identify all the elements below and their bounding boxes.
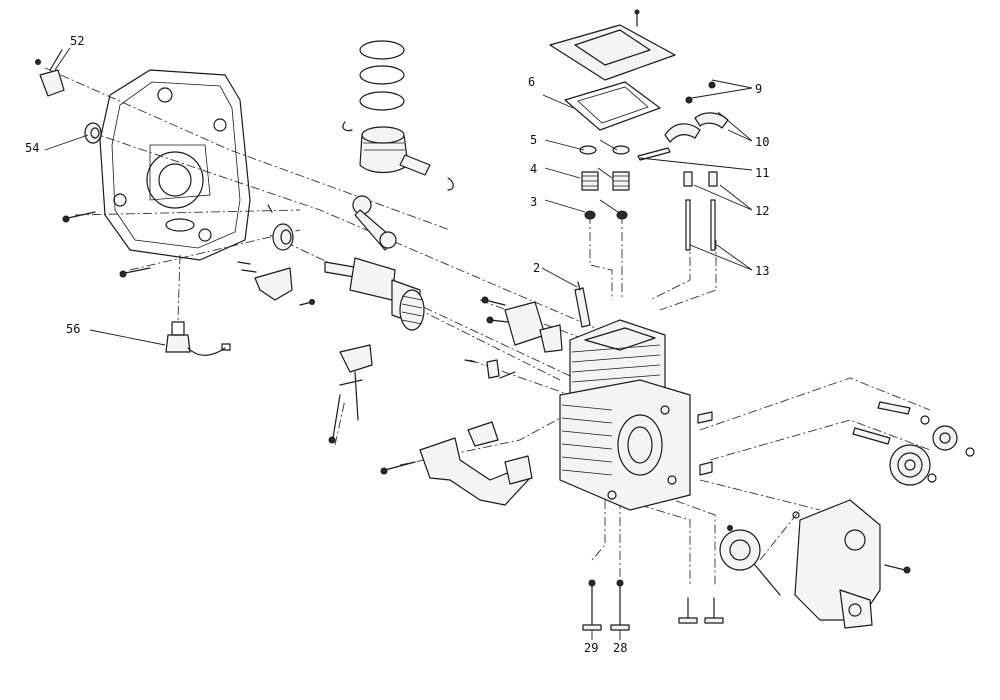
governor-bracket	[254, 267, 293, 301]
callout-52: 52	[70, 34, 84, 48]
callout-10: 10	[755, 135, 769, 149]
bearing	[272, 223, 294, 251]
gasket-6	[564, 81, 661, 131]
rocker-arms-10	[664, 81, 729, 143]
connecting-rod	[352, 195, 397, 251]
oil-seal-54	[84, 122, 102, 144]
valve-seats-3	[584, 210, 628, 220]
piston-pin	[399, 154, 454, 191]
crankcase-cover	[99, 69, 251, 261]
assembly-lines	[44, 67, 931, 585]
callout-4: 4	[530, 162, 537, 176]
piston	[342, 121, 409, 174]
governor-arm	[328, 344, 373, 444]
oil-sensor-56	[165, 321, 231, 356]
callout-54: 54	[25, 141, 39, 155]
crankshaft	[324, 257, 425, 331]
camshaft-gears	[852, 401, 975, 486]
valve-cover	[549, 9, 676, 81]
callout-28: 28	[613, 641, 627, 655]
callout-11: 11	[755, 166, 769, 180]
callouts: 2 3 4 5 6 9 10 11 12 13 28 29 52 54 56	[25, 34, 769, 655]
callout-2: 2	[533, 261, 540, 275]
callout-6: 6	[528, 75, 535, 89]
bottom-bolts	[582, 579, 724, 631]
stop-switch-52	[35, 49, 65, 97]
rocker-shaft-11	[637, 147, 671, 161]
cover-bolts	[62, 204, 315, 306]
cylinder-block	[559, 319, 691, 511]
valve-retainers-5	[579, 145, 630, 155]
callout-3: 3	[530, 195, 537, 209]
callout-13: 13	[755, 264, 769, 278]
callout-56: 56	[66, 322, 80, 336]
callout-12: 12	[755, 204, 769, 218]
drive-gear	[719, 525, 781, 596]
piston-rings	[359, 40, 405, 111]
small-pins	[464, 359, 713, 476]
side-cover	[792, 499, 911, 629]
ignition-coil	[481, 296, 563, 353]
leader-lines	[44, 47, 753, 640]
push-rods-13	[683, 171, 718, 251]
spark-plug-2	[574, 281, 591, 328]
exhaust-pipe	[380, 421, 533, 506]
callout-9: 9	[755, 82, 762, 96]
callout-5: 5	[530, 133, 537, 147]
valve-springs-4	[581, 171, 630, 191]
callout-29: 29	[584, 641, 598, 655]
